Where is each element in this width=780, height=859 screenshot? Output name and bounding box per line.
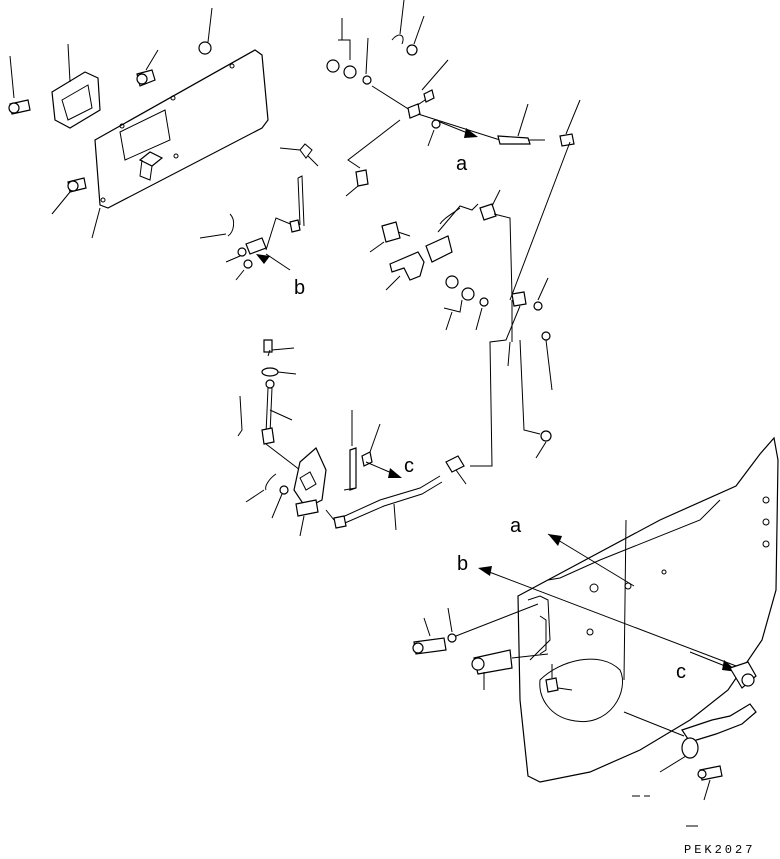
middle-left-linkage [199,175,305,281]
label-b-top: b [294,277,305,299]
upper-linkage-assembly [279,0,581,301]
mounting-plate-assembly [8,7,269,239]
label-c-bottom: c [676,661,686,683]
lower-lever-assembly [237,339,467,537]
label-a-top: a [456,153,468,175]
drawing-code: PEK2027 [684,843,755,857]
label-c-top: c [404,455,414,477]
door-panel-assembly [412,436,779,827]
center-bracket-parts [369,189,553,467]
label-b-bottom: b [457,553,468,575]
label-a-bottom: a [510,515,522,537]
